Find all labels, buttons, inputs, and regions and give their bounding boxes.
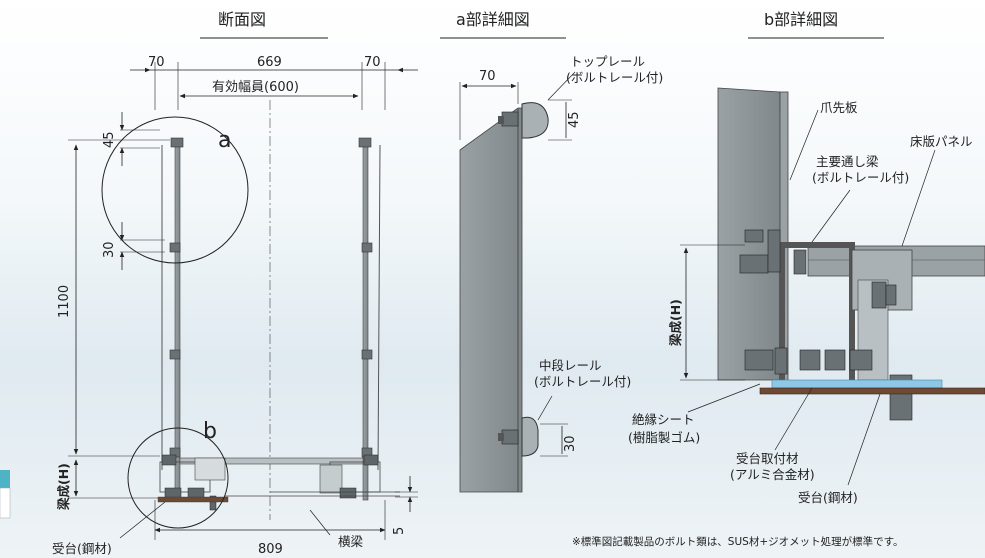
dim-5: 5 — [392, 527, 407, 535]
label-main-beam-2: (ボルトレール付) — [812, 170, 909, 185]
dim-right-margin: 70 — [364, 55, 381, 70]
mid-rail-profile — [521, 416, 539, 457]
dim-bottom-width: 809 — [258, 542, 283, 557]
legend-fragment — [0, 470, 10, 488]
label-cross-beam: 横梁 — [338, 534, 364, 549]
receiving-base-section — [157, 496, 229, 503]
label-top-rail-1: トップレール — [570, 54, 645, 69]
dim-effective-width: 有効幅員(600) — [212, 80, 299, 95]
label-receiving-base-section: 受台(鋼材) — [52, 541, 112, 556]
receiving-base-detail — [759, 387, 985, 395]
label-bracket-2: (アルミ合金材) — [730, 467, 815, 482]
dim-1100: 1100 — [57, 285, 72, 318]
top-rail-profile — [521, 102, 549, 139]
title-section: 断面図 — [218, 10, 266, 29]
detail-circle-a — [101, 116, 249, 264]
detail-b-view: 梁成(H) 爪先板 主要通し梁 (ボルトレール付) 床版パネル 絶縁シート (樹… — [628, 87, 985, 505]
insulation-sheet — [771, 379, 943, 389]
label-mid-rail-2: (ボルトレール付) — [534, 374, 631, 389]
label-toe-board: 爪先板 — [820, 100, 858, 115]
dim-left-margin: 70 — [148, 55, 165, 70]
left-post — [174, 139, 181, 501]
marker-b: b — [203, 419, 217, 444]
label-mid-rail-1: 中段レール — [539, 358, 602, 373]
title-detail-b: b部詳細図 — [764, 10, 838, 29]
dim-70-detail-a: 70 — [479, 69, 496, 84]
label-main-beam-1: 主要通し梁 — [816, 154, 879, 169]
label-beam-depth-detail: 梁成(H) — [668, 299, 683, 347]
label-insulation-1: 絶縁シート — [632, 412, 695, 427]
dim-30-section: 30 — [102, 241, 117, 258]
marker-a: a — [218, 128, 231, 153]
dim-30-detail-a: 30 — [563, 435, 578, 452]
dim-span: 669 — [257, 55, 282, 70]
title-detail-a: a部詳細図 — [456, 10, 530, 29]
label-bracket-1: 受台取付材 — [736, 451, 799, 466]
floor-panel-section — [179, 457, 364, 465]
detail-a-view: 70 45 トップレール (ボルトレール付) 中段レール (ボルトレール付) 3… — [459, 54, 663, 493]
label-insulation-2: (樹脂製ゴム) — [628, 430, 700, 445]
label-top-rail-2: (ボルトレール付) — [566, 70, 663, 85]
section-view: 70 669 70 有効幅員(600) — [52, 55, 418, 557]
footnote: ※標準図記載製品のボルト類は、SUS材+ジオメット処理が標準です。 — [572, 535, 904, 548]
label-beam-depth-section: 梁成(H) — [56, 463, 71, 511]
label-floor-panel: 床版パネル — [910, 134, 973, 149]
dim-45-detail-a: 45 — [567, 111, 582, 128]
label-receiving-base-detail: 受台(鋼材) — [798, 490, 858, 505]
right-post — [362, 139, 369, 501]
